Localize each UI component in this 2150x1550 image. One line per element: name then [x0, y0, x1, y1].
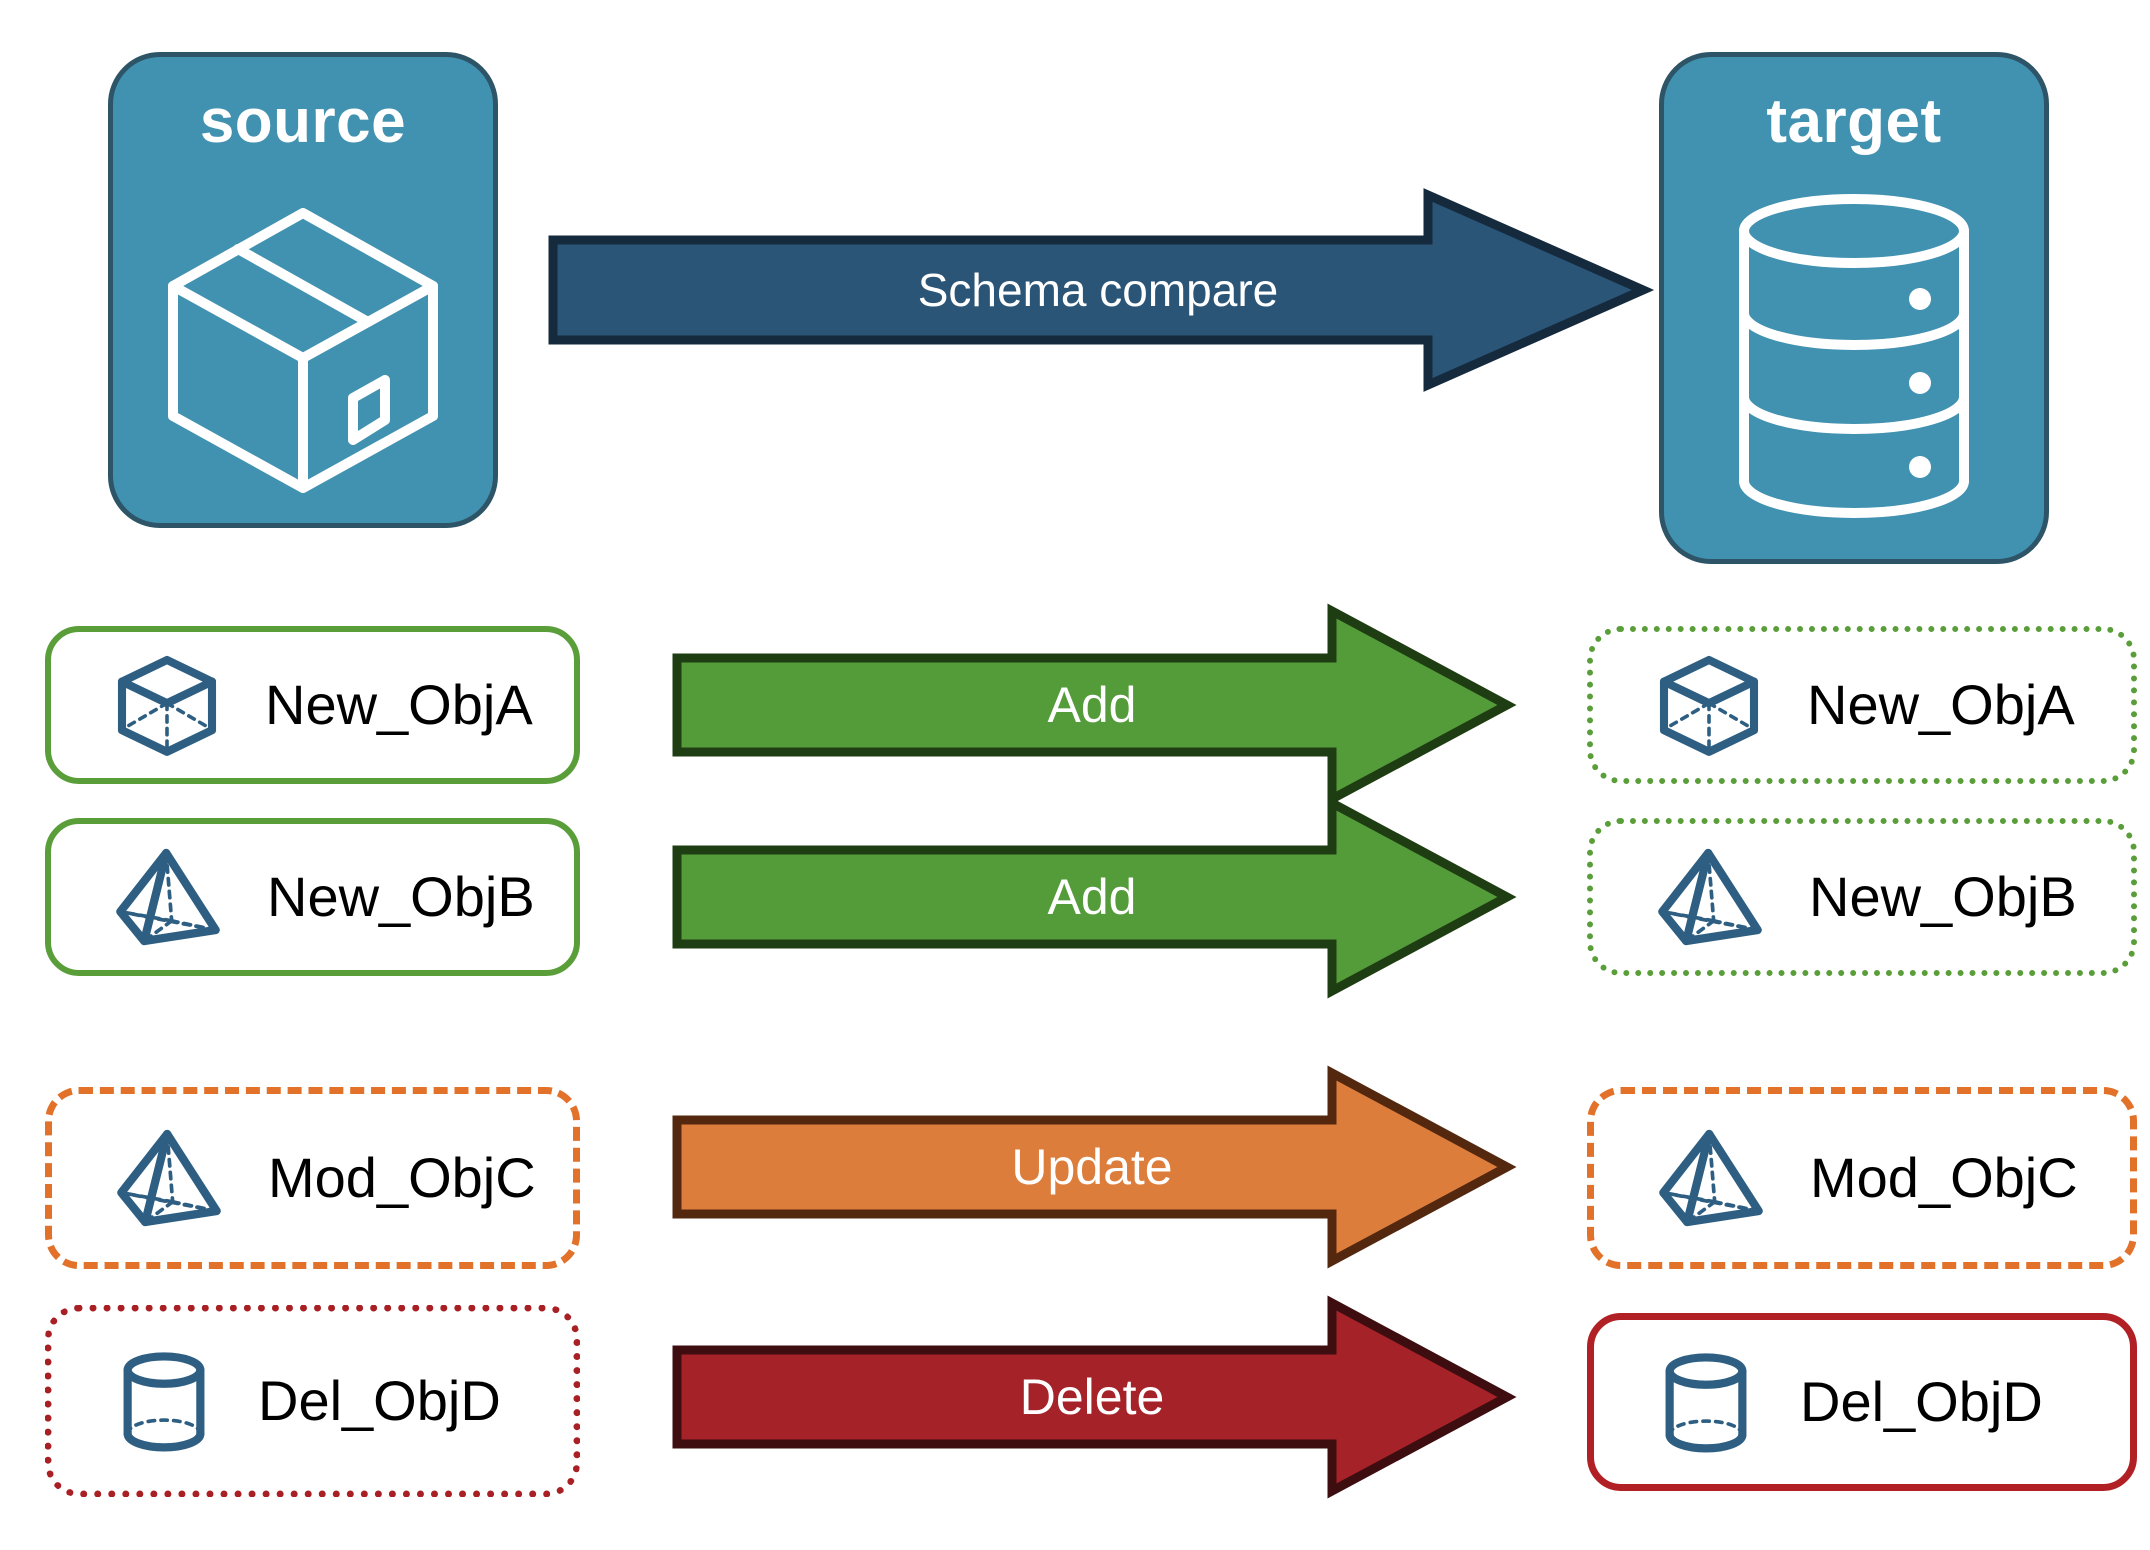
target-object-label-3: Del_ObjD	[1800, 1370, 2043, 1433]
target-object-card-1: New_ObjB	[1587, 818, 2137, 976]
pyramid-wireframe-icon	[1656, 1123, 1766, 1233]
target-object-card-0: New_ObjA	[1587, 626, 2137, 784]
target-title: target	[1766, 87, 1942, 156]
source-object-label-0: New_ObjA	[265, 673, 533, 736]
source-title: source	[199, 87, 407, 156]
package-box-icon	[113, 153, 493, 523]
cylinder-wireframe-icon	[1656, 1347, 1756, 1457]
schema-compare-arrow: Schema compare	[548, 188, 1655, 392]
action-arrow-2: Update	[672, 1065, 1517, 1269]
target-object-card-3: Del_ObjD	[1587, 1313, 2137, 1491]
source-object-label-1: New_ObjB	[267, 865, 535, 928]
pyramid-wireframe-icon	[113, 842, 223, 952]
source-object-label-3: Del_ObjD	[258, 1369, 501, 1432]
source-object-card-0: New_ObjA	[45, 626, 580, 784]
action-arrow-3: Delete	[672, 1295, 1517, 1499]
cube-wireframe-icon	[113, 651, 221, 759]
cylinder-wireframe-icon	[114, 1346, 214, 1456]
source-object-card-1: New_ObjB	[45, 818, 580, 976]
source-object-card-2: Mod_ObjC	[45, 1087, 580, 1269]
target-object-label-2: Mod_ObjC	[1810, 1146, 2078, 1209]
cube-wireframe-icon	[1655, 651, 1763, 759]
target-endpoint-card: target	[1659, 52, 2049, 564]
source-object-label-2: Mod_ObjC	[268, 1146, 536, 1209]
target-object-label-0: New_ObjA	[1807, 673, 2075, 736]
pyramid-wireframe-icon	[114, 1123, 224, 1233]
action-arrow-1: Add	[672, 795, 1517, 999]
database-cylinder-icon	[1664, 153, 2044, 559]
source-endpoint-card: source	[108, 52, 498, 528]
target-object-label-1: New_ObjB	[1809, 865, 2077, 928]
pyramid-wireframe-icon	[1655, 842, 1765, 952]
action-arrow-0: Add	[672, 603, 1517, 807]
target-object-card-2: Mod_ObjC	[1587, 1087, 2137, 1269]
source-object-card-3: Del_ObjD	[45, 1305, 580, 1497]
